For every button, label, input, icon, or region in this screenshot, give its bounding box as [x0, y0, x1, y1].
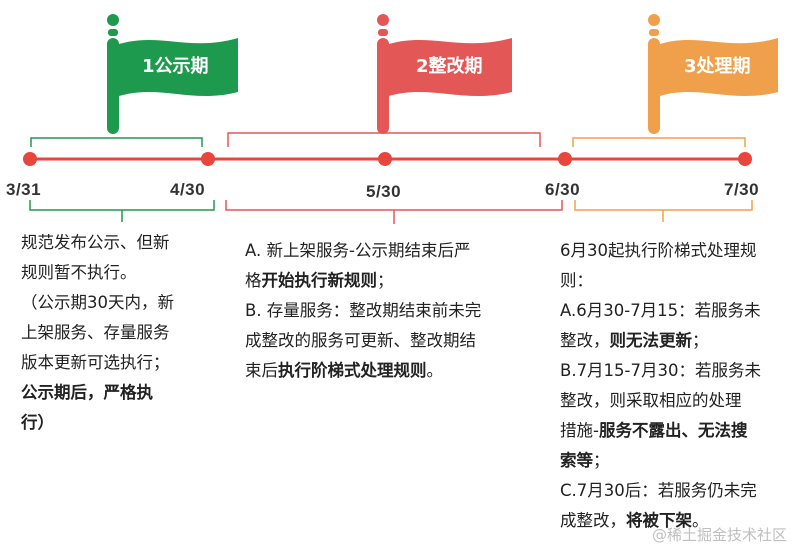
text-line: 措施-服务不露出、无法搜 — [560, 421, 748, 440]
text-line: C.7月30后：若服务仍未完 — [560, 481, 757, 500]
phase1-description: 规范发布公示、但新 规则暂不执行。 （公示期30天内，新 上架服务、存量服务 版… — [21, 228, 221, 438]
bold-text: 开始执行新规则 — [261, 271, 378, 290]
flag-cloth — [660, 38, 778, 96]
text-line: 成整改的服务可更新、整改期结 — [245, 331, 476, 350]
date-label: 6/30 — [545, 180, 581, 199]
bold-text: 服务不露出、无法搜 — [598, 421, 748, 440]
bold-text: 将被下架 — [626, 511, 692, 530]
text-line: 索等； — [560, 451, 610, 470]
text-line: 上架服务、存量服务 — [21, 323, 170, 342]
text-line: （公示期30天内，新 — [21, 293, 174, 312]
flag-pole — [377, 38, 389, 134]
date-label-end: 7/30 — [724, 180, 760, 199]
text-line: 公示期后，严格执 — [21, 378, 221, 408]
phase1-flag-label: 1公示期 — [142, 56, 209, 77]
phase2-flag-label: 2整改期 — [416, 55, 483, 77]
bold-text: 则无法更新 — [609, 331, 693, 350]
text-line: 则： — [560, 271, 593, 290]
bold-text: 行） — [21, 413, 54, 432]
flag-pole-knob — [648, 14, 660, 26]
flag-cloth — [389, 38, 512, 96]
flag-pole — [648, 38, 660, 134]
text-line: 6月30起执行阶梯式处理规 — [560, 241, 757, 260]
phase1-top-bracket — [30, 137, 203, 147]
text-line: A. 新上架服务-公示期结束后严 — [245, 241, 471, 260]
text-line: 整改，则无法更新； — [560, 331, 709, 350]
phase3-bottom-bracket — [574, 200, 753, 211]
phase3-flag: 3处理期 — [648, 14, 778, 134]
text-line: 成整改，将被下架。 — [560, 511, 709, 530]
phase2-flag: 2整改期 — [377, 14, 512, 134]
phase3-top-bracket — [572, 137, 746, 147]
flag-pole — [107, 38, 119, 134]
text-line: B.7月15-7月30：若服务未 — [560, 361, 762, 380]
text-line: 行） — [21, 408, 221, 438]
timeline-dot — [201, 152, 215, 166]
phase1-flag: 1公示期 — [107, 14, 238, 134]
text-line: 整改，则采取相应的处理 — [560, 391, 742, 410]
timeline-dot — [558, 152, 572, 166]
timeline-dot — [738, 152, 752, 166]
text-line: 版本更新可选执行； — [21, 353, 170, 372]
text-line: 束后执行阶梯式处理规则。 — [245, 361, 443, 380]
timeline-dot — [23, 152, 37, 166]
date-label: 4/30 — [170, 180, 206, 199]
phase2-top-bracket — [227, 132, 541, 147]
date-label: 5/30 — [366, 182, 402, 201]
text-line: 规则暂不执行。 — [21, 263, 137, 282]
flag-pole-knob — [107, 14, 119, 26]
phase2-description: A. 新上架服务-公示期结束后严 格开始执行新规则； B. 存量服务：整改期结束… — [245, 236, 545, 386]
bold-text: 索等 — [560, 451, 593, 470]
phase3-description: 6月30起执行阶梯式处理规 则： A.6月30-7月15：若服务未 整改，则无法… — [560, 236, 796, 536]
date-label-start: 3/31 — [6, 180, 42, 199]
flag-pole-knob — [377, 14, 389, 26]
text-line: 规范发布公示、但新 — [21, 233, 170, 252]
phase3-flag-label: 3处理期 — [684, 55, 751, 77]
flag-cloth — [119, 38, 238, 96]
watermark: @稀土掘金技术社区 — [651, 526, 787, 544]
bold-text: 公示期后，严格执 — [21, 383, 153, 402]
text-line: 格开始执行新规则； — [245, 271, 394, 290]
bold-text: 执行阶梯式处理规则 — [278, 361, 427, 380]
text-line: A.6月30-7月15：若服务未 — [560, 301, 761, 320]
timeline-dot — [378, 152, 392, 166]
text-line: B. 存量服务：整改期结束前未完 — [245, 301, 482, 320]
phase1-bottom-bracket — [29, 200, 215, 211]
